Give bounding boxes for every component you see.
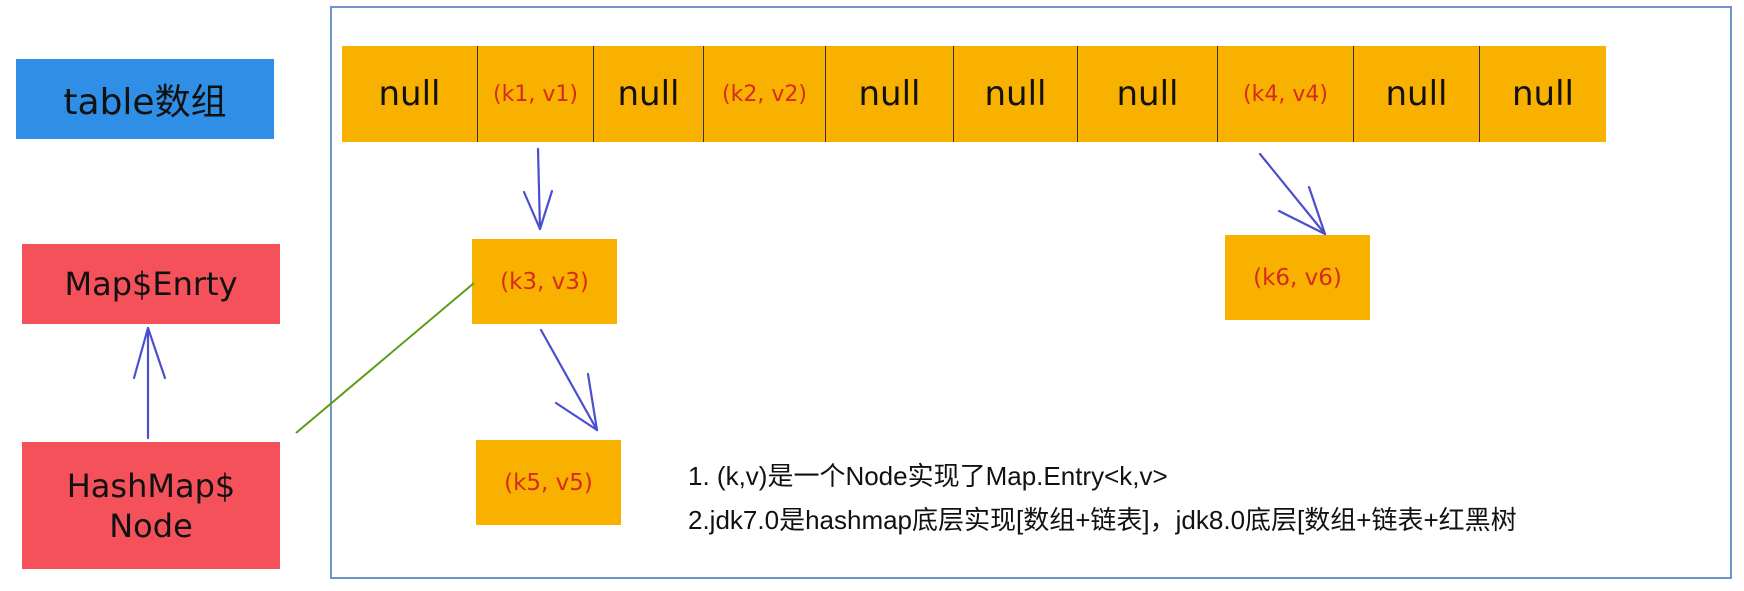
legend-table-array: table数组 — [16, 59, 274, 139]
table-cell-6: null — [1078, 46, 1218, 142]
table-cell-5-text: null — [984, 74, 1047, 114]
table-cell-6-text: null — [1116, 74, 1179, 114]
table-cell-0-text: null — [378, 74, 441, 114]
table-cell-4-text: null — [858, 74, 921, 114]
note-line-2: 2.jdk7.0是hashmap底层实现[数组+链表]，jdk8.0底层[数组+… — [688, 505, 1517, 535]
legend-map-entry-label: Map$Enrty — [64, 265, 238, 303]
table-cell-7-text: (k4, v4) — [1243, 81, 1328, 107]
table-cell-5: null — [954, 46, 1078, 142]
node-k6-v6-text: (k6, v6) — [1253, 264, 1342, 291]
table-cell-0: null — [342, 46, 478, 142]
table-cell-3: (k2, v2) — [704, 46, 826, 142]
arrow-node-to-entry — [132, 326, 167, 440]
node-k5-v5: (k5, v5) — [476, 440, 621, 525]
legend-map-entry: Map$Enrty — [22, 244, 280, 324]
table-cell-1: (k1, v1) — [478, 46, 594, 142]
note-line-1: 1. (k,v)是一个Node实现了Map.Entry<k,v> — [688, 461, 1168, 491]
table-cell-4: null — [826, 46, 954, 142]
legend-hashmap-node: HashMap$ Node — [22, 442, 280, 569]
node-k3-v3: (k3, v3) — [472, 239, 617, 324]
table-array-row: null (k1, v1) null (k2, v2) null null nu… — [342, 46, 1606, 142]
legend-hashmap-node-label: HashMap$ Node — [66, 466, 236, 545]
table-cell-7: (k4, v4) — [1218, 46, 1354, 142]
node-k5-v5-text: (k5, v5) — [504, 469, 593, 496]
node-k3-v3-text: (k3, v3) — [500, 268, 589, 295]
table-cell-9: null — [1480, 46, 1606, 142]
table-cell-8: null — [1354, 46, 1480, 142]
table-cell-3-text: (k2, v2) — [722, 81, 807, 107]
table-cell-2-text: null — [617, 74, 680, 114]
legend-table-array-label: table数组 — [63, 82, 227, 123]
table-cell-1-text: (k1, v1) — [493, 81, 578, 107]
node-k6-v6: (k6, v6) — [1225, 235, 1370, 320]
table-cell-9-text: null — [1512, 74, 1574, 114]
table-cell-8-text: null — [1385, 74, 1448, 114]
table-cell-2: null — [594, 46, 704, 142]
